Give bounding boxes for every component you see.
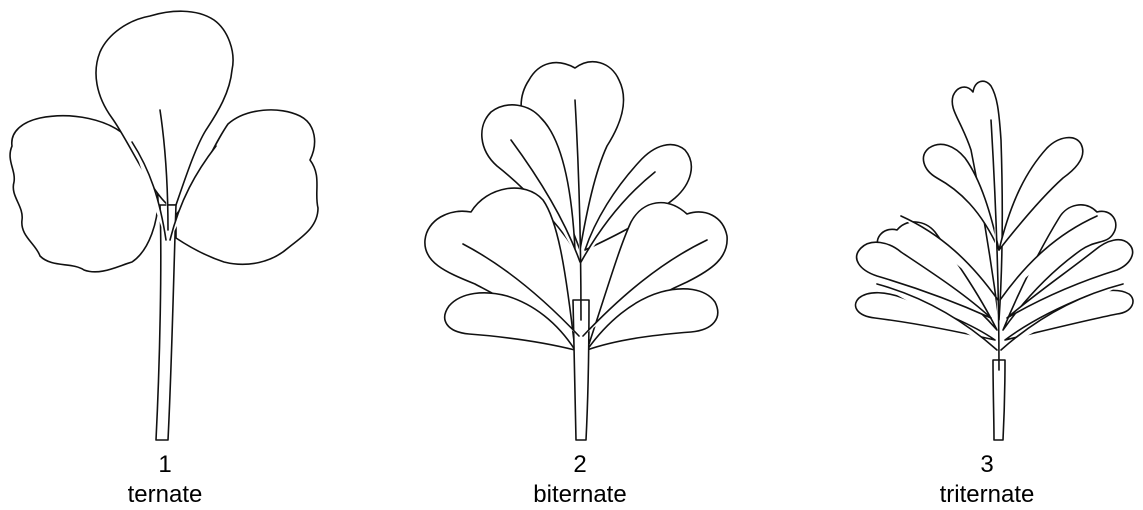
figure-ternate: 1 ternate	[0, 0, 330, 510]
figure-label-biternate: biternate	[415, 482, 745, 508]
figure-label-ternate: ternate	[0, 482, 330, 508]
triternate-leaf-icon	[831, 0, 1143, 450]
figure-triternate: 3 triternate	[831, 0, 1143, 510]
ternate-leaf-icon	[0, 0, 330, 450]
figure-biternate: 2 biternate	[415, 0, 745, 510]
figure-number-3: 3	[831, 452, 1143, 478]
figure-number-2: 2	[415, 452, 745, 478]
biternate-leaf-icon	[415, 0, 745, 450]
figure-number-1: 1	[0, 452, 330, 478]
figure-label-triternate: triternate	[831, 482, 1143, 508]
